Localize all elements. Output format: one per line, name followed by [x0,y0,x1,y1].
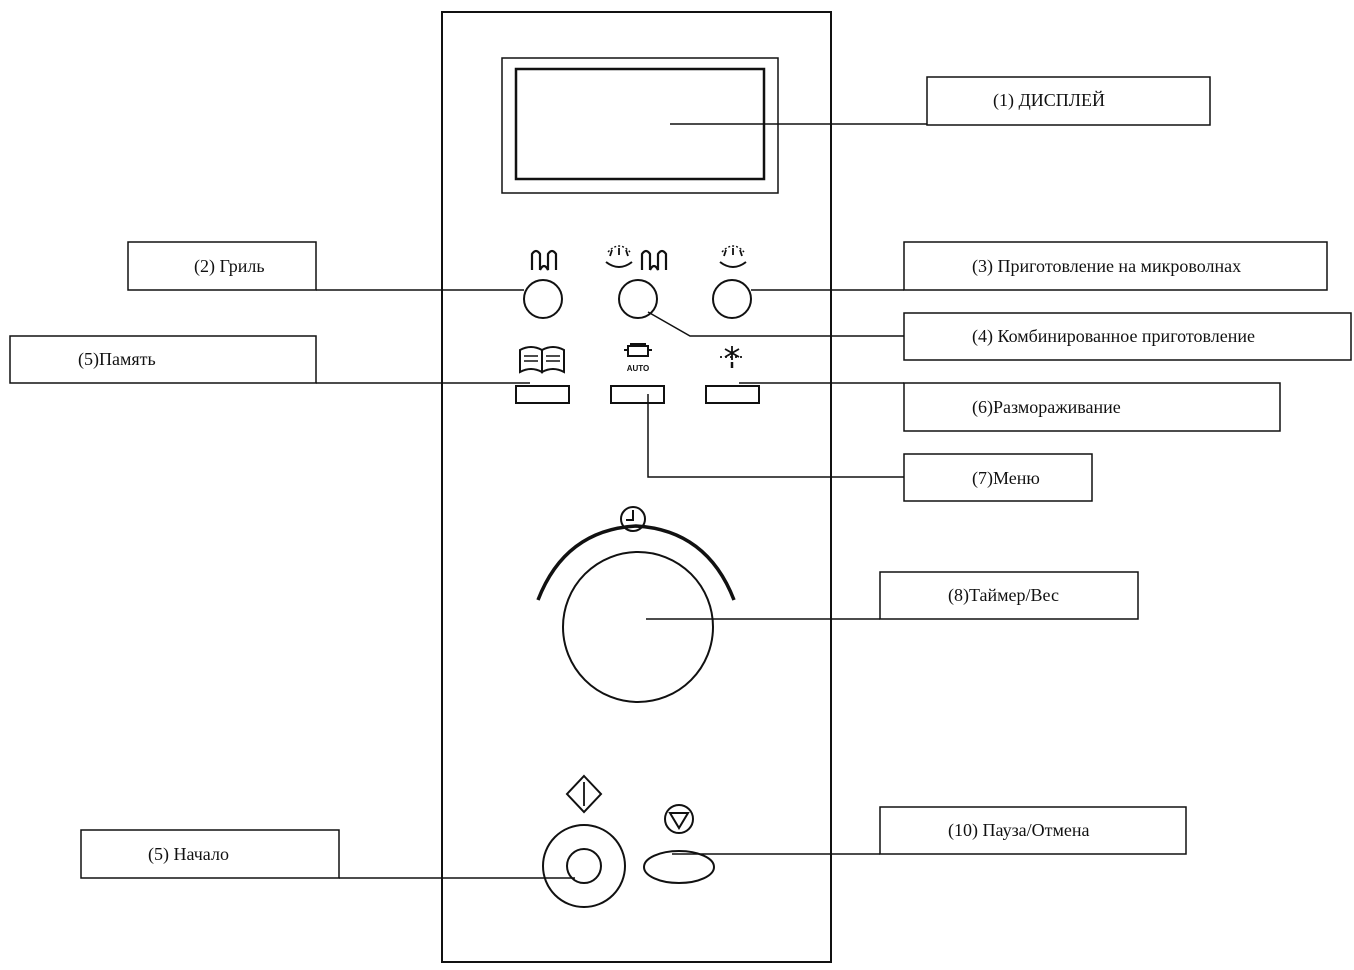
combi-icon [605,245,668,271]
svg-text:(5) Начало: (5) Начало [148,844,229,865]
callout-grill: (2) Гриль [127,241,524,291]
menu-button[interactable] [610,385,665,404]
memory-button[interactable] [515,385,570,404]
timer-weight-dial[interactable] [562,551,714,703]
control-panel-outline [441,11,832,963]
stop-triangle-icon [664,804,694,834]
microwave-button[interactable] [712,279,752,319]
svg-text:(10) Пауза/Отмена: (10) Пауза/Отмена [948,820,1090,841]
callout-timer-weight: (8)Таймер/Вес [646,571,1139,620]
pause-cancel-button[interactable] [643,850,715,884]
svg-text:(1) ДИСПЛЕЙ: (1) ДИСПЛЕЙ [993,90,1105,111]
svg-text:(3) Приготовление на микро: (3) Приготовление на микроволнах [972,256,1241,277]
combi-button[interactable] [618,279,658,319]
start-button[interactable] [542,824,626,908]
grill-button[interactable] [523,279,563,319]
dial-arc [536,524,736,601]
callout-defrost: (6)Размораживание [739,382,1281,432]
display [501,57,779,194]
callout-start: (5) Начало [80,829,575,879]
svg-text:(5)Память: (5)Память [78,349,156,370]
book-icon [519,346,565,374]
svg-text:(4) Комбинированное приготовл: (4) Комбинированное приготовление [972,326,1255,347]
svg-text:(6)Размораживание: (6)Размораживание [972,397,1121,418]
callout-memory: (5)Память [9,335,530,384]
svg-text:(2) Гриль: (2) Гриль [194,256,265,277]
svg-text:(8)Таймер/Вес: (8)Таймер/Вес [948,585,1059,606]
callout-combi: (4) Комбинированное приготовление [647,311,1352,361]
callout-microwave: (3) Приготовление на микроволнах [751,241,1328,291]
defrost-button[interactable] [705,385,760,404]
callout-pause-cancel: (10) Пауза/Отмена [672,806,1187,855]
microwave-icon [719,245,747,268]
auto-pot-icon [624,343,652,357]
start-diamond-icon [565,774,603,814]
auto-label: AUTO [627,364,650,373]
grill-icon [530,249,558,271]
snowflake-icon [720,346,744,368]
clock-icon [620,506,646,532]
callout-menu: (7)Меню [647,394,1093,502]
svg-text:(7)Меню: (7)Меню [972,468,1040,489]
callout-display: (1) ДИСПЛЕЙ [670,76,1211,126]
